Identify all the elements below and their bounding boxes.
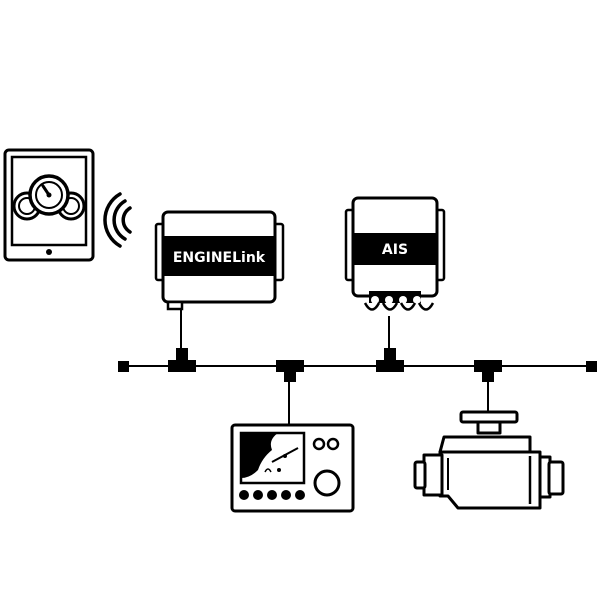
wireless-signal-icon	[103, 192, 132, 248]
ais-label: AIS	[382, 242, 408, 258]
engine-icon	[413, 410, 565, 510]
enginelink-label: ENGINELink	[173, 250, 266, 266]
tablet-gauges-icon	[3, 148, 95, 262]
enginelink-device: ENGINELink	[154, 210, 285, 311]
nmea-backbone	[124, 308, 592, 425]
backbone-connectors	[118, 348, 597, 382]
chart-plotter-icon	[230, 423, 355, 513]
ais-device: AIS	[344, 196, 446, 311]
